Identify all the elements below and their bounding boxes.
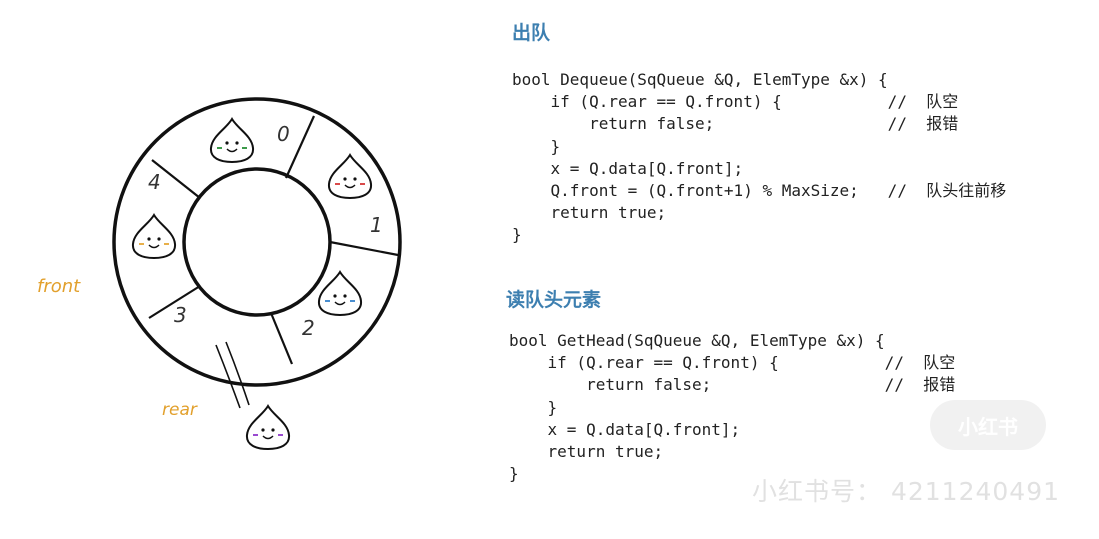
watermark-id: 小红书号： 4211240491 — [752, 477, 1061, 506]
slot-divider — [269, 312, 294, 365]
queue-element-character — [209, 117, 255, 164]
slot-label-2: 2 — [302, 316, 315, 340]
watermark-logo: 小红书 — [930, 400, 1046, 450]
rear-pointer-line — [225, 341, 250, 406]
slot-label-0: 0 — [277, 122, 290, 146]
front-pointer-label: front — [37, 276, 81, 297]
queue-ring-outer — [112, 97, 402, 387]
dequeue-title: 出队 — [512, 22, 551, 44]
gethead-title: 读队头元素 — [506, 289, 602, 311]
slot-divider — [148, 285, 201, 319]
slot-divider — [284, 115, 316, 179]
rear-pointer-line — [215, 344, 241, 409]
queue-element-character — [327, 153, 373, 200]
slot-divider — [329, 240, 399, 257]
slot-label-1: 1 — [370, 213, 383, 237]
queue-element-character — [317, 270, 363, 317]
queue-ring-inner — [182, 167, 332, 317]
slot-label-4: 4 — [148, 170, 161, 194]
rear-pointer-character — [245, 404, 291, 451]
slot-divider — [151, 159, 201, 199]
queue-element-character — [131, 213, 177, 260]
gethead-code-block: bool GetHead(SqQueue &Q, ElemType &x) { … — [509, 331, 956, 484]
circular-queue-diagram: 0 1 2 3 4 front — [37, 97, 402, 451]
rear-pointer-label: rear — [162, 400, 198, 420]
dequeue-code-block: bool Dequeue(SqQueue &Q, ElemType &x) { … — [512, 70, 1007, 245]
slot-label-3: 3 — [174, 303, 187, 327]
